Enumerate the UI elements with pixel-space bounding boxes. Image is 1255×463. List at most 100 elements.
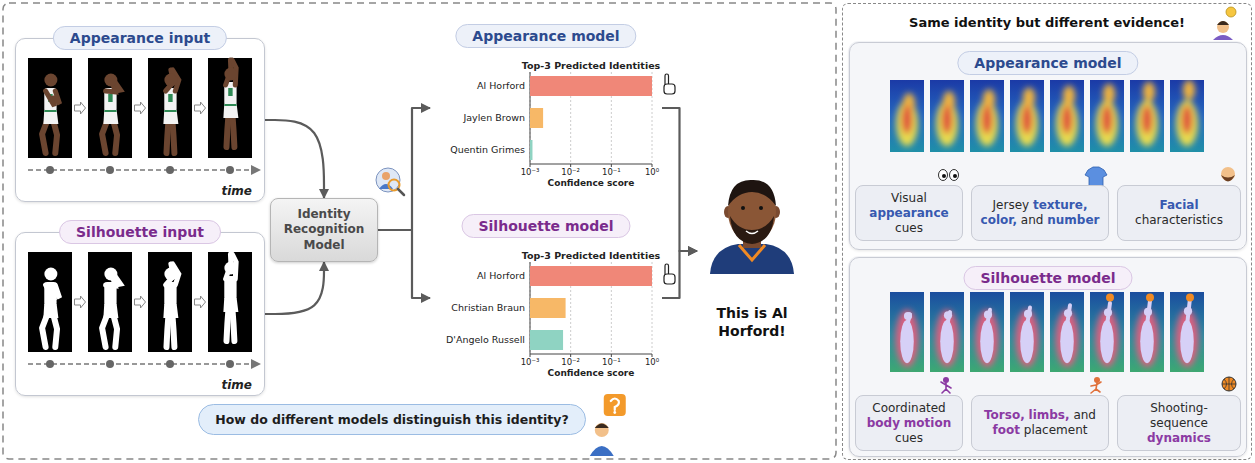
player-head	[44, 74, 57, 87]
player-shorts	[163, 110, 178, 124]
chart-title: Top-3 Predicted Identities	[522, 60, 661, 71]
heatmap-bg	[1130, 292, 1164, 372]
cue-word: characteristics	[1135, 213, 1223, 227]
bar-label: Al Horford	[477, 81, 525, 91]
flow-arrow	[265, 120, 324, 198]
player-head	[44, 268, 57, 281]
heatmap-bg	[1090, 80, 1124, 152]
cue-word	[1017, 213, 1021, 227]
heatmap-bg	[970, 80, 1004, 152]
heat-body	[1016, 100, 1038, 146]
cue-word: appearance	[869, 206, 948, 220]
cue-word: cues	[895, 431, 923, 445]
timeline-dot	[46, 360, 54, 368]
heat-silhouette	[1060, 305, 1074, 363]
jersey	[710, 244, 794, 274]
evidence-panel: Visual appearance cuesJersey texture, co…	[849, 42, 1247, 250]
chart-header: Appearance model	[455, 24, 636, 48]
sil-arm	[1187, 298, 1190, 325]
heatmap-frame	[970, 80, 1004, 152]
heatmap-frame	[1010, 292, 1044, 372]
cue-word: dynamics	[1147, 431, 1211, 445]
shirt-icon	[1085, 167, 1107, 186]
jersey-number	[228, 88, 232, 96]
heat-core	[982, 105, 993, 134]
heatmap-bg	[970, 292, 1004, 372]
heatmap-bg	[1010, 292, 1044, 372]
heatmap-frame	[970, 292, 1004, 372]
heat-body	[1056, 100, 1078, 146]
cue-word: Coordinated	[872, 401, 945, 415]
cue-word: Visual	[891, 191, 927, 205]
question-box	[604, 394, 626, 416]
heatmap-glow	[895, 310, 918, 368]
heat-halo	[895, 310, 918, 368]
box-label: Identity Recognition Model	[277, 207, 371, 254]
question-bubble: How do different models distinguish this…	[198, 404, 586, 435]
heatmap-glow	[896, 93, 918, 146]
heatmap-frame	[1050, 80, 1084, 152]
heat-body	[896, 100, 918, 146]
runner-icon-body	[1091, 382, 1101, 393]
player-arm	[55, 91, 59, 104]
heat-silhouette	[940, 311, 954, 363]
heatmap-glow	[935, 310, 958, 368]
timeline-dot	[46, 166, 54, 174]
player-shorts	[103, 110, 118, 124]
cue-word	[900, 416, 904, 430]
flow-arrow	[265, 262, 324, 314]
heatmap-bg	[1090, 292, 1124, 372]
bar	[530, 330, 563, 350]
frame-arrow	[135, 102, 146, 114]
heat-core	[942, 105, 953, 134]
cue-box: Coordinated body motion cues	[855, 395, 963, 451]
cue-word: color,	[981, 213, 1017, 227]
jersey-trim	[44, 110, 56, 112]
heat-core	[1062, 105, 1073, 134]
cue-word: Torso,	[984, 408, 1025, 422]
sil-arm	[907, 314, 910, 325]
sil-arm	[987, 310, 990, 326]
figure-icon-body	[941, 382, 951, 393]
figure-icon-head	[943, 377, 949, 383]
heatmap-bg	[890, 80, 924, 152]
player-arm	[55, 285, 59, 298]
cue-word: and	[1021, 213, 1044, 227]
heat-silhouette	[1100, 294, 1114, 364]
frame-bg	[148, 252, 192, 352]
input-panel: Appearance inputtime	[15, 38, 265, 202]
timeline-dot	[166, 166, 174, 174]
frame-bg	[28, 252, 72, 352]
ball-lines	[1222, 377, 1236, 391]
video-frame	[88, 58, 132, 158]
axis-title: Confidence score	[548, 369, 635, 378]
cue-word: cues	[895, 221, 923, 235]
result-label: This is Al Horford!	[697, 305, 807, 340]
panel-header: Appearance input	[53, 26, 227, 50]
tick-label: 10⁻¹	[602, 168, 621, 177]
player-head	[164, 74, 177, 87]
chart-block: Appearance modelTop-3 Predicted Identiti…	[430, 24, 662, 192]
asker-head	[595, 423, 609, 437]
heatmap-bg	[1050, 292, 1084, 372]
thinker-body	[1213, 35, 1233, 40]
jersey-trim	[164, 110, 176, 112]
timeline-dot	[226, 360, 234, 368]
heatmap-frame	[890, 80, 924, 152]
cue-word: body	[867, 416, 900, 430]
timeline-dot	[106, 360, 114, 368]
heat-arms	[1183, 80, 1195, 100]
heatmap-frame	[1010, 80, 1044, 152]
cue-word	[1025, 408, 1029, 422]
cue-label: Coordinated body motion cues	[862, 401, 956, 446]
tick-label: 10⁰	[645, 358, 659, 367]
heatmap-frame	[1090, 292, 1124, 372]
heatmap-frame	[1090, 80, 1124, 152]
cue-word	[1043, 213, 1047, 227]
frame-arrow	[75, 296, 86, 308]
beard	[730, 216, 774, 244]
video-frame	[88, 252, 132, 352]
video-frame	[208, 252, 252, 352]
timeline-dot	[166, 360, 174, 368]
